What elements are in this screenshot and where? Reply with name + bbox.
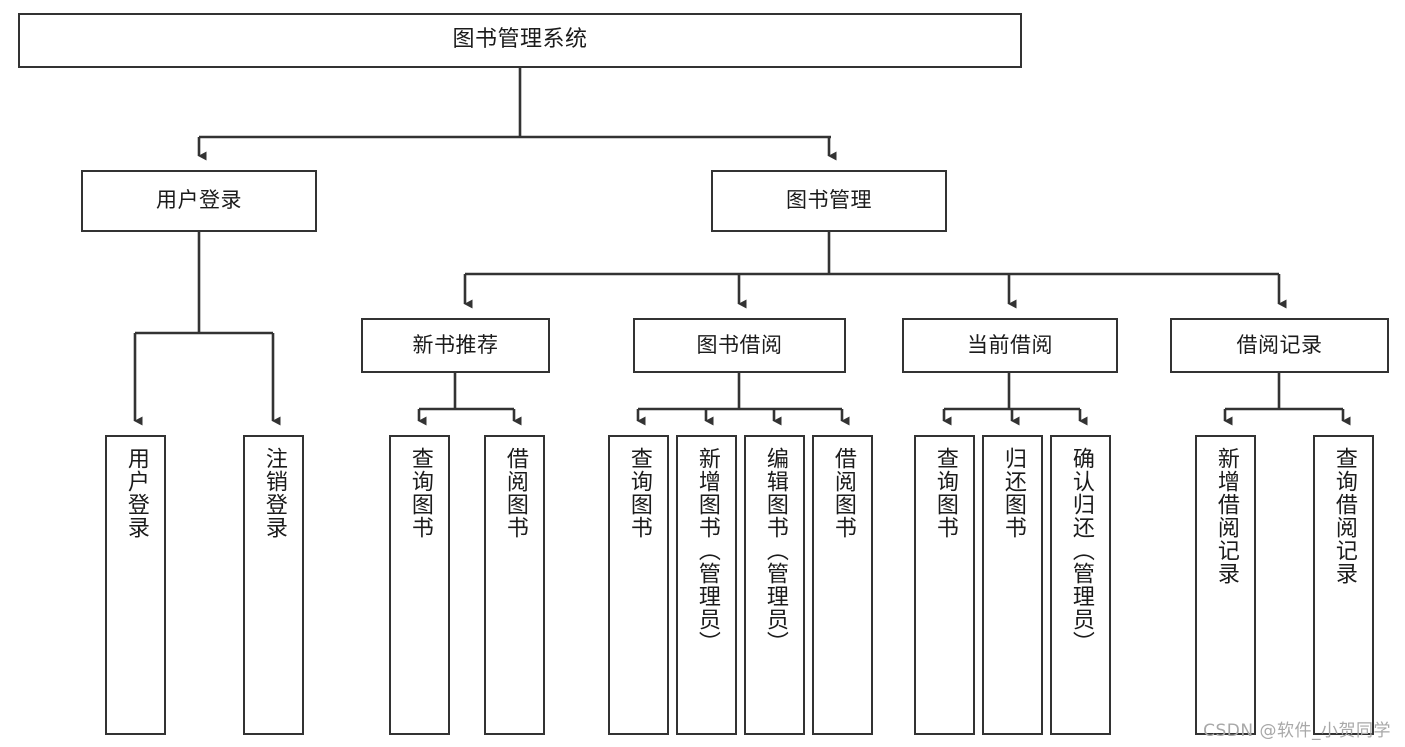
- node-label: 图书管理: [786, 188, 872, 213]
- leaf-user-login[interactable]: 用户登录: [105, 435, 166, 735]
- node-book-borrow[interactable]: 图书借阅: [633, 318, 846, 373]
- leaf-return-book[interactable]: 归还图书: [982, 435, 1043, 735]
- node-label: 确认归还（管理员）: [1068, 447, 1094, 654]
- node-label: 查询图书: [626, 447, 652, 539]
- node-label: 借阅记录: [1236, 332, 1323, 357]
- node-label: 借阅图书: [502, 447, 528, 539]
- node-label: 借阅图书: [830, 447, 856, 539]
- node-label: 新增借阅记录: [1213, 447, 1239, 585]
- node-label: 用户登录: [156, 188, 242, 213]
- node-label: 当前借阅: [967, 332, 1053, 357]
- node-label: 查询图书: [932, 447, 958, 539]
- node-current-loan[interactable]: 当前借阅: [902, 318, 1118, 373]
- leaf-user-logout[interactable]: 注销登录: [243, 435, 304, 735]
- node-user-login[interactable]: 用户登录: [81, 170, 317, 232]
- leaf-borrow-book[interactable]: 借阅图书: [812, 435, 873, 735]
- node-book-management[interactable]: 图书管理: [711, 170, 947, 232]
- leaf-add-loan-record[interactable]: 新增借阅记录: [1195, 435, 1256, 735]
- leaf-borrow-book-recommend[interactable]: 借阅图书: [484, 435, 545, 735]
- node-new-book-recommend[interactable]: 新书推荐: [361, 318, 550, 373]
- node-label: 注销登录: [261, 447, 287, 539]
- leaf-query-loan-record[interactable]: 查询借阅记录: [1313, 435, 1374, 735]
- node-label: 查询借阅记录: [1331, 447, 1357, 585]
- leaf-query-book-borrow[interactable]: 查询图书: [608, 435, 669, 735]
- leaf-add-book-admin[interactable]: 新增图书（管理员）: [676, 435, 737, 735]
- node-label: 图书借阅: [696, 332, 783, 357]
- node-loan-record[interactable]: 借阅记录: [1170, 318, 1389, 373]
- node-label: 新增图书（管理员）: [694, 447, 720, 654]
- node-label: 新书推荐: [412, 332, 499, 357]
- leaf-query-book-current[interactable]: 查询图书: [914, 435, 975, 735]
- watermark-text: CSDN @软件_小贺同学: [1203, 721, 1391, 741]
- node-label: 归还图书: [1000, 447, 1026, 539]
- node-label: 查询图书: [407, 447, 433, 539]
- leaf-query-book-recommend[interactable]: 查询图书: [389, 435, 450, 735]
- node-root-system[interactable]: 图书管理系统: [18, 13, 1022, 68]
- node-label: 用户登录: [123, 447, 149, 539]
- leaf-confirm-return-admin[interactable]: 确认归还（管理员）: [1050, 435, 1111, 735]
- node-label: 编辑图书（管理员）: [762, 447, 788, 654]
- node-label: 图书管理系统: [452, 27, 588, 53]
- leaf-edit-book-admin[interactable]: 编辑图书（管理员）: [744, 435, 805, 735]
